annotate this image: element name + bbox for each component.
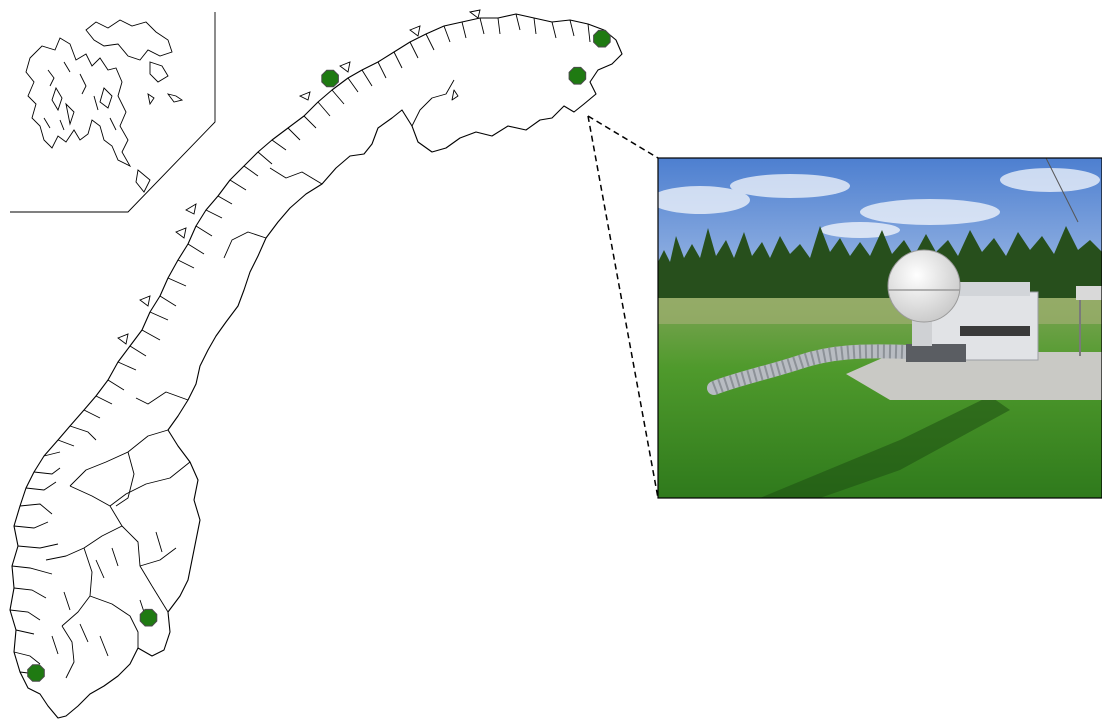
instrument-label-strip bbox=[960, 326, 1030, 336]
station-photo bbox=[657, 157, 1102, 499]
side-shelter bbox=[1076, 286, 1102, 300]
photo-forest bbox=[658, 226, 1102, 300]
instrument-dome bbox=[887, 249, 961, 323]
fjords bbox=[9, 9, 591, 675]
svalbard-outline bbox=[25, 19, 184, 193]
callout-line-bottom bbox=[587, 115, 659, 499]
county-borders bbox=[45, 79, 459, 679]
norway-map bbox=[9, 9, 659, 719]
site-marker-kirkenes bbox=[568, 66, 587, 85]
site-marker-tromso bbox=[321, 69, 339, 88]
site-markers bbox=[27, 29, 611, 682]
svalbard-inset bbox=[10, 12, 216, 213]
inset-frame bbox=[10, 12, 216, 213]
callout-line-top bbox=[587, 115, 659, 159]
site-marker-vardo bbox=[593, 29, 611, 48]
guy-wire bbox=[1045, 158, 1079, 223]
instrument-base bbox=[906, 344, 966, 362]
instrument-top bbox=[942, 282, 1030, 296]
norway-outline bbox=[9, 13, 623, 719]
photo-shadow bbox=[760, 396, 1010, 498]
site-marker-oslo bbox=[139, 608, 158, 627]
concrete-pad bbox=[846, 352, 1102, 400]
site-marker-stavanger bbox=[27, 664, 45, 682]
photo-frame bbox=[657, 157, 1102, 499]
photo-clouds bbox=[658, 168, 1100, 238]
air-duct bbox=[707, 344, 915, 395]
